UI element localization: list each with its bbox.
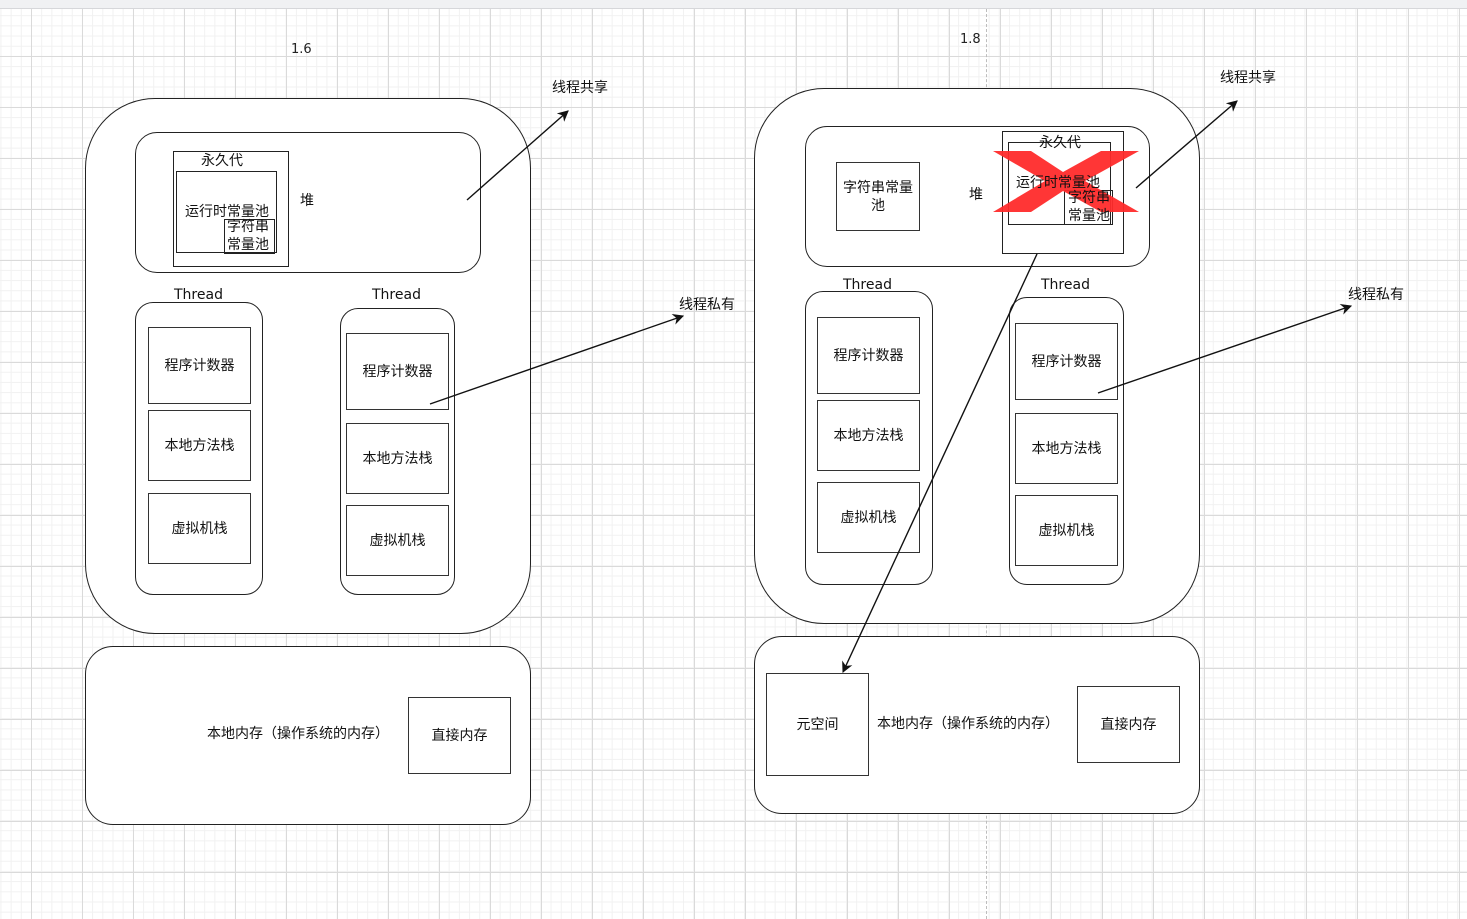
metaspace-box[interactable]: 元空间: [766, 673, 869, 776]
thread-shared-label: 线程共享: [552, 80, 608, 96]
heap-label: 堆: [300, 193, 314, 209]
vm-stack-box[interactable]: 虚拟机栈: [817, 482, 920, 553]
program-counter-box[interactable]: 程序计数器: [148, 327, 251, 404]
runtime-constant-pool-box[interactable]: [176, 171, 277, 253]
vm-stack-label: 虚拟机栈: [840, 509, 897, 526]
program-counter-label: 程序计数器: [1031, 353, 1102, 370]
version-label-1-6: 1.6: [291, 42, 312, 57]
runtime-constant-pool-label: 运行时常量池: [1016, 175, 1100, 191]
native-method-stack-label: 本地方法栈: [833, 427, 904, 444]
thread-label: Thread: [174, 287, 223, 303]
native-method-stack-box[interactable]: 本地方法栈: [1015, 413, 1118, 484]
direct-memory-box[interactable]: 直接内存: [408, 697, 511, 774]
native-method-stack-box[interactable]: 本地方法栈: [817, 400, 920, 471]
metaspace-label: 元空间: [796, 716, 839, 733]
permgen-label: 永久代: [1039, 135, 1081, 151]
string-pool-line2: 常量池: [227, 237, 269, 253]
direct-memory-label: 直接内存: [431, 727, 488, 744]
vm-stack-label: 虚拟机栈: [1038, 522, 1095, 539]
string-constant-pool-box[interactable]: [224, 219, 275, 254]
vm-stack-label: 虚拟机栈: [171, 520, 228, 537]
program-counter-box[interactable]: 程序计数器: [1015, 323, 1118, 400]
native-memory-label: 本地内存（操作系统的内存）: [207, 726, 389, 742]
thread-private-label: 线程私有: [1348, 287, 1404, 303]
thread-private-label: 线程私有: [679, 297, 735, 313]
program-counter-label: 程序计数器: [833, 347, 904, 364]
vm-stack-box[interactable]: 虚拟机栈: [148, 493, 251, 564]
direct-memory-box[interactable]: 直接内存: [1077, 686, 1180, 763]
string-pool-line2: 常量池: [1068, 208, 1110, 224]
program-counter-label: 程序计数器: [164, 357, 235, 374]
runtime-constant-pool-label: 运行时常量池: [185, 204, 269, 220]
native-method-stack-label: 本地方法栈: [362, 450, 433, 467]
thread-label: Thread: [372, 287, 421, 303]
program-counter-box[interactable]: 程序计数器: [346, 333, 449, 410]
program-counter-label: 程序计数器: [362, 363, 433, 380]
permgen-label: 永久代: [201, 153, 243, 169]
thread-label: Thread: [1041, 277, 1090, 293]
direct-memory-label: 直接内存: [1100, 716, 1157, 733]
vm-stack-box[interactable]: 虚拟机栈: [346, 505, 449, 576]
native-method-stack-box[interactable]: 本地方法栈: [148, 410, 251, 481]
string-pool-line1: 字符串: [227, 219, 269, 235]
program-counter-box[interactable]: 程序计数器: [817, 317, 920, 394]
native-memory-label: 本地内存（操作系统的内存）: [877, 716, 1059, 732]
string-constant-pool-box[interactable]: 字符串常量池: [836, 162, 920, 231]
vm-stack-label: 虚拟机栈: [369, 532, 426, 549]
string-constant-pool-label: 字符串常量池: [843, 179, 913, 214]
vm-stack-box[interactable]: 虚拟机栈: [1015, 495, 1118, 566]
version-label-1-8: 1.8: [960, 32, 981, 47]
native-method-stack-label: 本地方法栈: [1031, 440, 1102, 457]
string-pool-line1: 字符串: [1068, 190, 1110, 206]
native-method-stack-label: 本地方法栈: [164, 437, 235, 454]
thread-shared-label: 线程共享: [1220, 70, 1276, 86]
native-method-stack-box[interactable]: 本地方法栈: [346, 423, 449, 494]
heap-label: 堆: [969, 187, 983, 203]
top-toolbar-strip: [0, 0, 1467, 9]
